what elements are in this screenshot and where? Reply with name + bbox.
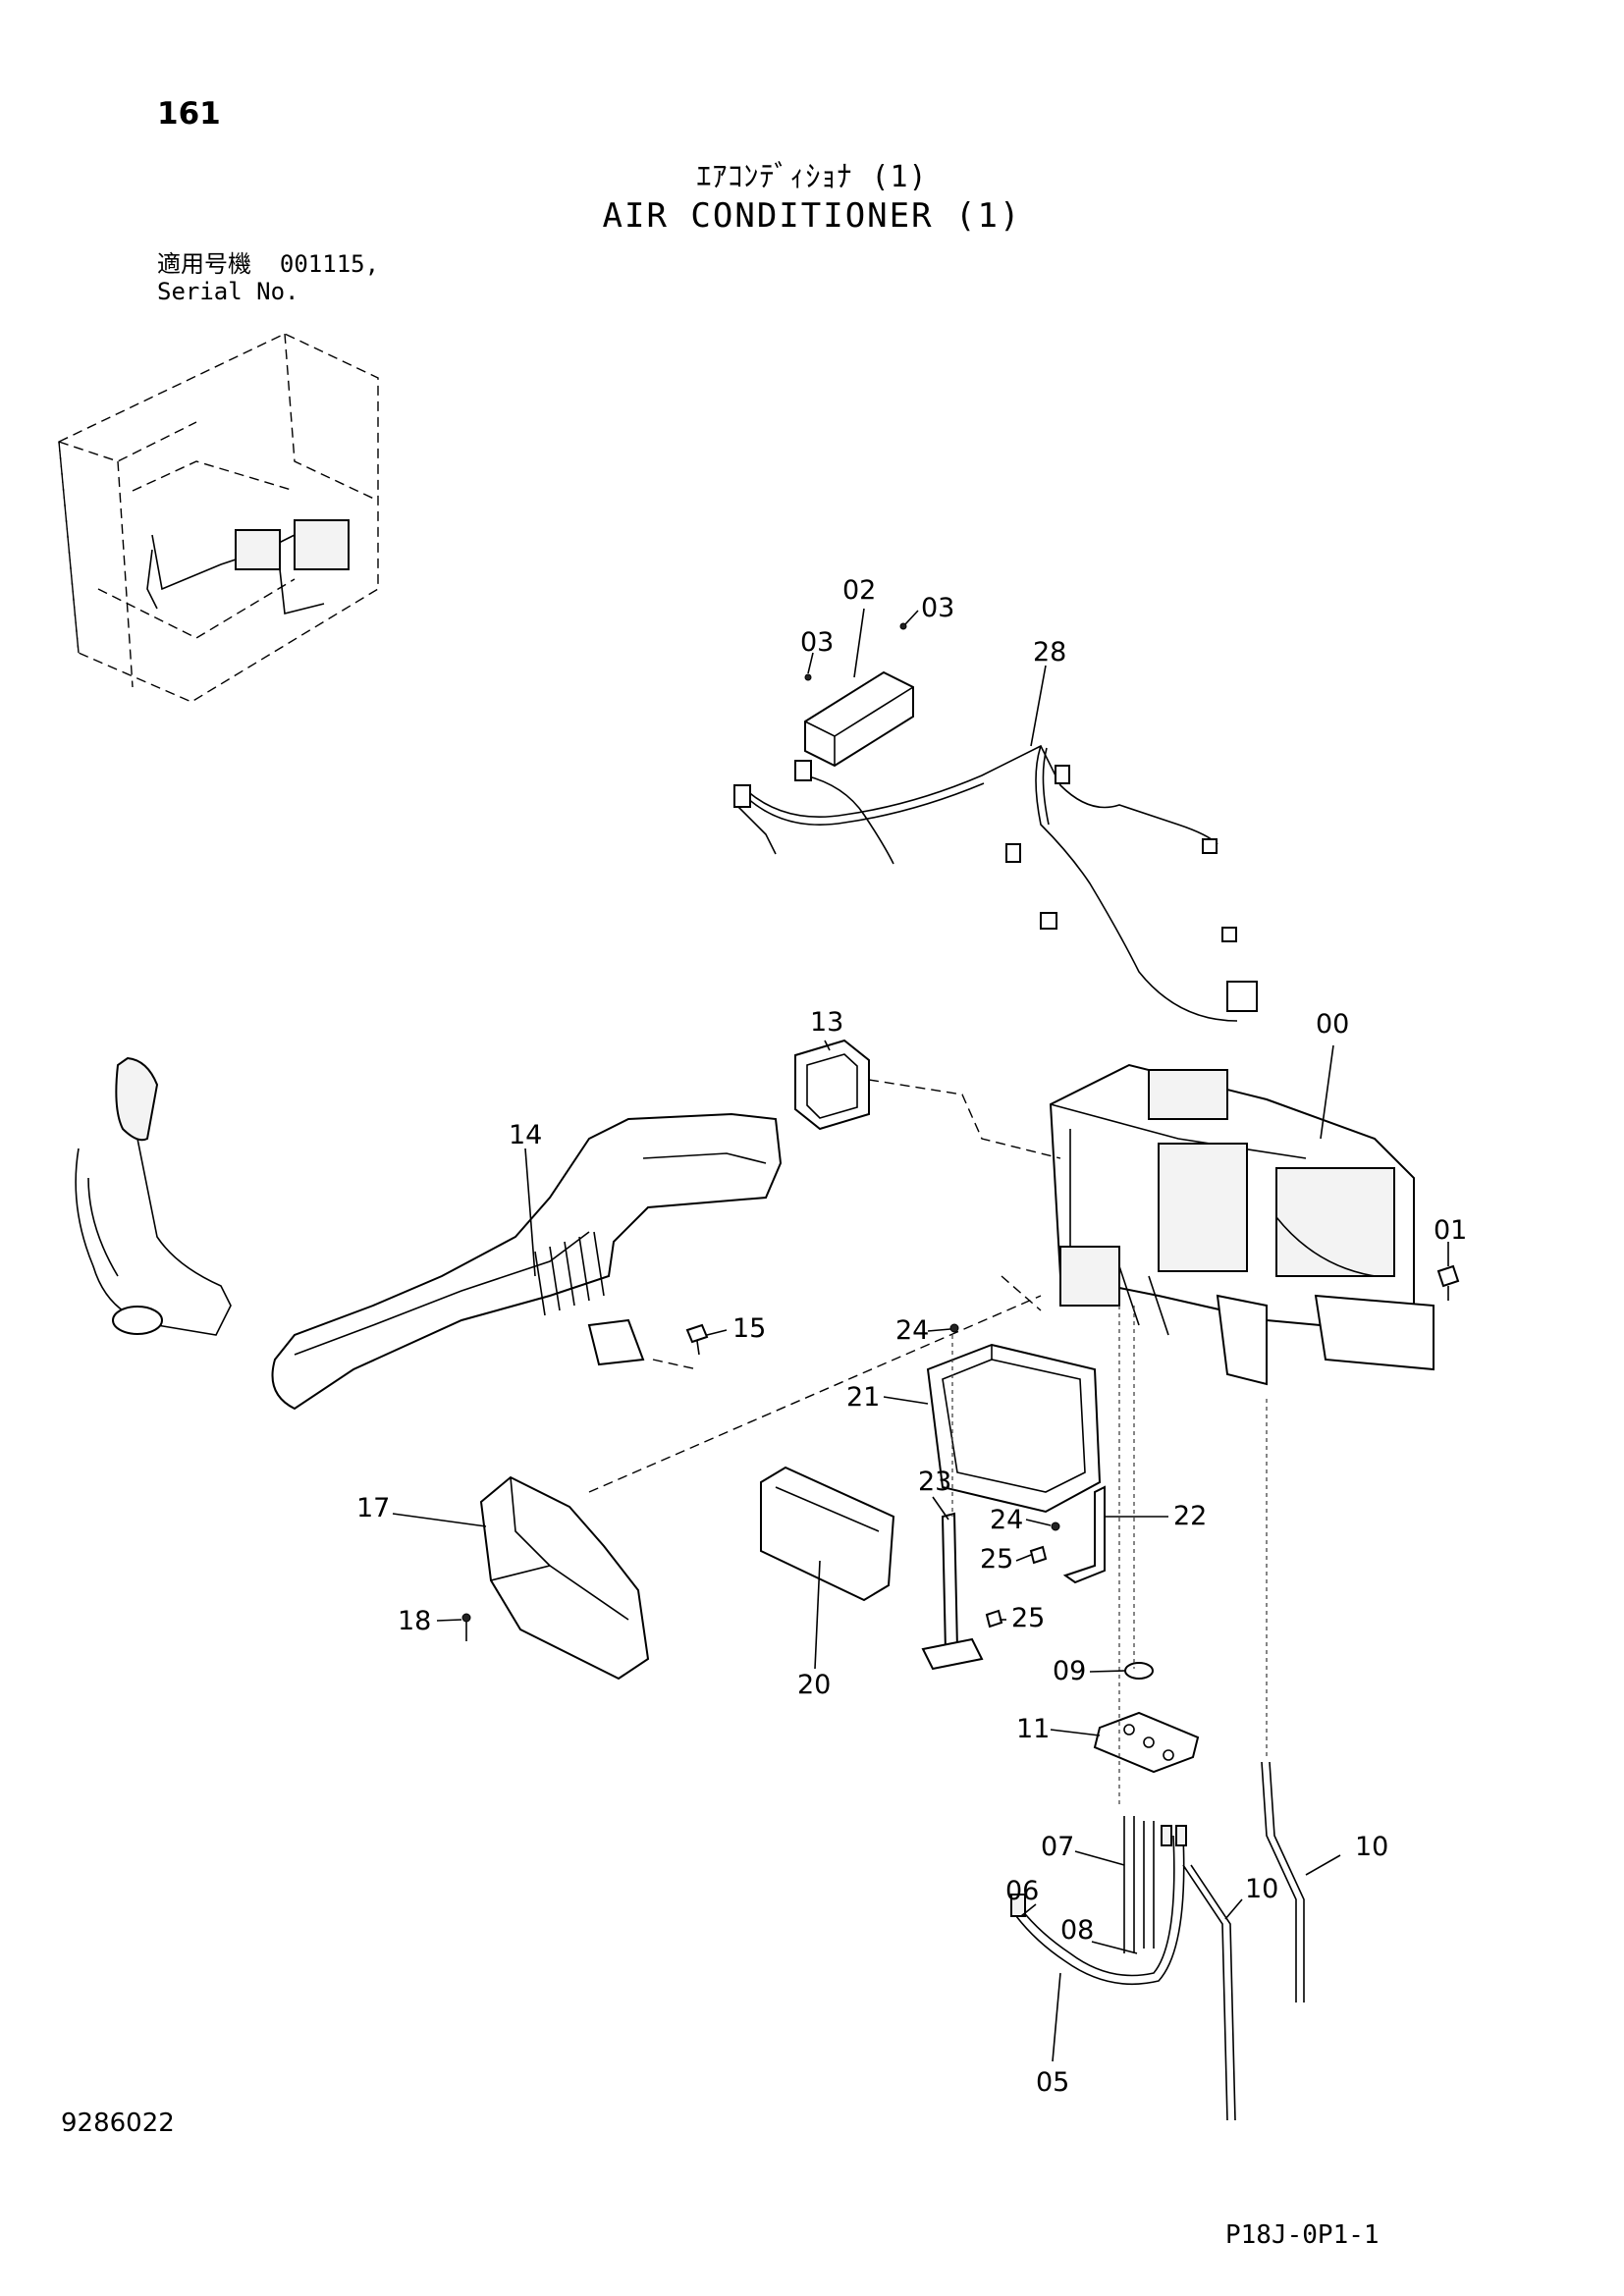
callout-03-left: 03 bbox=[800, 627, 834, 658]
side-duct-illustration bbox=[75, 1056, 232, 1336]
part-09-clamp bbox=[1124, 1662, 1154, 1680]
callout-23: 23 bbox=[918, 1467, 951, 1497]
callout-11: 11 bbox=[1016, 1714, 1050, 1744]
part-17-duct bbox=[479, 1475, 650, 1681]
part-28-wire-harness bbox=[733, 744, 1258, 1022]
part-01-bolt bbox=[1436, 1264, 1460, 1301]
part-11-grommet-plate bbox=[1093, 1711, 1200, 1774]
callout-22: 22 bbox=[1173, 1501, 1207, 1531]
document-number: 9286022 bbox=[61, 2109, 175, 2138]
callout-21: 21 bbox=[846, 1382, 880, 1413]
callout-13: 13 bbox=[810, 1007, 843, 1038]
page-code: P18J-0P1-1 bbox=[1225, 2220, 1380, 2250]
callout-02: 02 bbox=[842, 575, 876, 606]
callout-25-upper: 25 bbox=[980, 1544, 1013, 1575]
callout-15: 15 bbox=[732, 1313, 766, 1344]
fastener-24-lower bbox=[1051, 1522, 1060, 1531]
callout-05: 05 bbox=[1036, 2067, 1069, 2098]
fastener-24-upper bbox=[949, 1323, 959, 1333]
callout-28: 28 bbox=[1033, 637, 1066, 667]
callout-09: 09 bbox=[1053, 1656, 1086, 1686]
serial-label-jp: 適用号機 bbox=[157, 250, 251, 278]
fastener-25-lower bbox=[985, 1609, 1003, 1629]
callout-20: 20 bbox=[797, 1670, 831, 1700]
hoses-and-pipes bbox=[1010, 1761, 1305, 2121]
part-02-control-unit bbox=[804, 622, 914, 768]
callout-10-right: 10 bbox=[1355, 1832, 1388, 1862]
callout-labels: 02 03 03 28 13 00 14 01 15 24 21 17 23 2… bbox=[356, 575, 1467, 2098]
callout-10-left: 10 bbox=[1245, 1874, 1278, 1904]
part-20-filter-cover bbox=[760, 1466, 895, 1602]
part-00-air-conditioner-unit bbox=[1049, 1063, 1435, 1386]
part-23-stay bbox=[921, 1512, 984, 1671]
part-13-duct-seal bbox=[794, 1039, 870, 1131]
cab-overview-illustration bbox=[58, 333, 379, 703]
callout-18: 18 bbox=[398, 1606, 431, 1636]
title-japanese: ｴｱｺﾝﾃﾞｨｼｮﾅ (1) bbox=[696, 160, 928, 194]
callout-06: 06 bbox=[1005, 1876, 1039, 1906]
callout-25-lower: 25 bbox=[1011, 1603, 1045, 1633]
callout-00: 00 bbox=[1316, 1009, 1349, 1040]
assembly-guide-lines bbox=[588, 1079, 1268, 1806]
callout-24-upper: 24 bbox=[895, 1315, 929, 1346]
callout-24-lower: 24 bbox=[990, 1505, 1023, 1535]
serial-label-en: Serial No. bbox=[157, 278, 299, 305]
callout-14: 14 bbox=[509, 1120, 542, 1150]
callout-leaders bbox=[392, 608, 1449, 2062]
callout-17: 17 bbox=[356, 1493, 390, 1523]
part-22-bracket bbox=[1062, 1485, 1106, 1584]
part-21-outlet-frame bbox=[926, 1343, 1102, 1514]
part-15-screw bbox=[685, 1323, 709, 1356]
part-18-screw bbox=[461, 1613, 471, 1641]
page-number: 161 bbox=[157, 96, 221, 132]
callout-01: 01 bbox=[1434, 1215, 1467, 1246]
part-14-duct bbox=[271, 1112, 783, 1411]
callout-07: 07 bbox=[1041, 1832, 1074, 1862]
title-english: AIR CONDITIONER (1) bbox=[602, 196, 1022, 236]
callout-03-right: 03 bbox=[921, 593, 954, 623]
callout-08: 08 bbox=[1060, 1915, 1094, 1946]
serial-value: 001115, bbox=[279, 250, 380, 278]
fastener-25-upper bbox=[1029, 1545, 1048, 1565]
serial-info: 適用号機 001115, Serial No. bbox=[157, 250, 379, 305]
